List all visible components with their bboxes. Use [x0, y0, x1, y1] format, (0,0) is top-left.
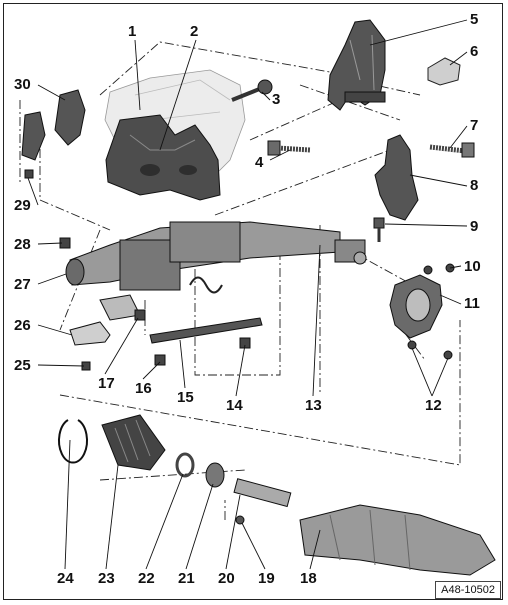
callout-22: 22 — [138, 570, 155, 587]
callout-25: 25 — [14, 357, 31, 374]
boot-23 — [101, 414, 166, 471]
callout-26: 26 — [14, 317, 31, 334]
lever-cover-26 — [69, 321, 111, 346]
callout-29: 29 — [14, 197, 31, 214]
callout-18: 18 — [300, 570, 317, 587]
clip-6 — [427, 57, 461, 86]
callout-14: 14 — [226, 397, 243, 414]
callout-20: 20 — [218, 570, 235, 587]
callout-21: 21 — [178, 570, 195, 587]
callout-27: 27 — [14, 276, 31, 293]
callout-15: 15 — [177, 389, 194, 406]
callout-16: 16 — [135, 380, 152, 397]
callout-10: 10 — [464, 258, 481, 275]
callout-3: 3 — [272, 91, 281, 108]
diagram-frame — [3, 3, 503, 600]
callout-5: 5 — [470, 11, 479, 28]
clamp-22 — [175, 452, 195, 478]
callout-23: 23 — [98, 570, 115, 587]
callout-2: 2 — [190, 23, 199, 40]
shaft-20 — [233, 478, 292, 525]
small-fasteners — [24, 169, 251, 371]
callout-24: 24 — [57, 570, 74, 587]
callout-13: 13 — [305, 397, 322, 414]
bolt-7 — [429, 142, 475, 158]
callout-17: 17 — [98, 375, 115, 392]
callout-30: 30 — [14, 76, 31, 93]
steering-column-27 — [65, 221, 341, 321]
bolt-4 — [267, 140, 311, 156]
bolt-9 — [373, 217, 385, 242]
callout-28: 28 — [14, 236, 31, 253]
callout-12: 12 — [425, 397, 442, 414]
trim-strip-15 — [149, 317, 263, 344]
callout-19: 19 — [258, 570, 275, 587]
figure-id-label: A48-10502 — [435, 581, 501, 599]
bracket-30 — [54, 89, 86, 146]
bolt-3 — [231, 79, 273, 102]
bracket-29 — [21, 111, 46, 161]
lower-bracket-8 — [374, 134, 419, 221]
callout-4: 4 — [255, 154, 264, 171]
nuts — [407, 263, 455, 360]
callout-11: 11 — [464, 295, 480, 312]
callout-9: 9 — [470, 218, 479, 235]
ring-24 — [58, 419, 88, 464]
callout-1: 1 — [128, 23, 137, 40]
callout-6: 6 — [470, 43, 479, 60]
steering-rack-18 — [299, 504, 496, 576]
callout-7: 7 — [470, 117, 479, 134]
mounting-bracket — [105, 114, 221, 201]
bush-21 — [205, 462, 225, 488]
callout-8: 8 — [470, 177, 479, 194]
universal-joint-13 — [334, 239, 367, 265]
